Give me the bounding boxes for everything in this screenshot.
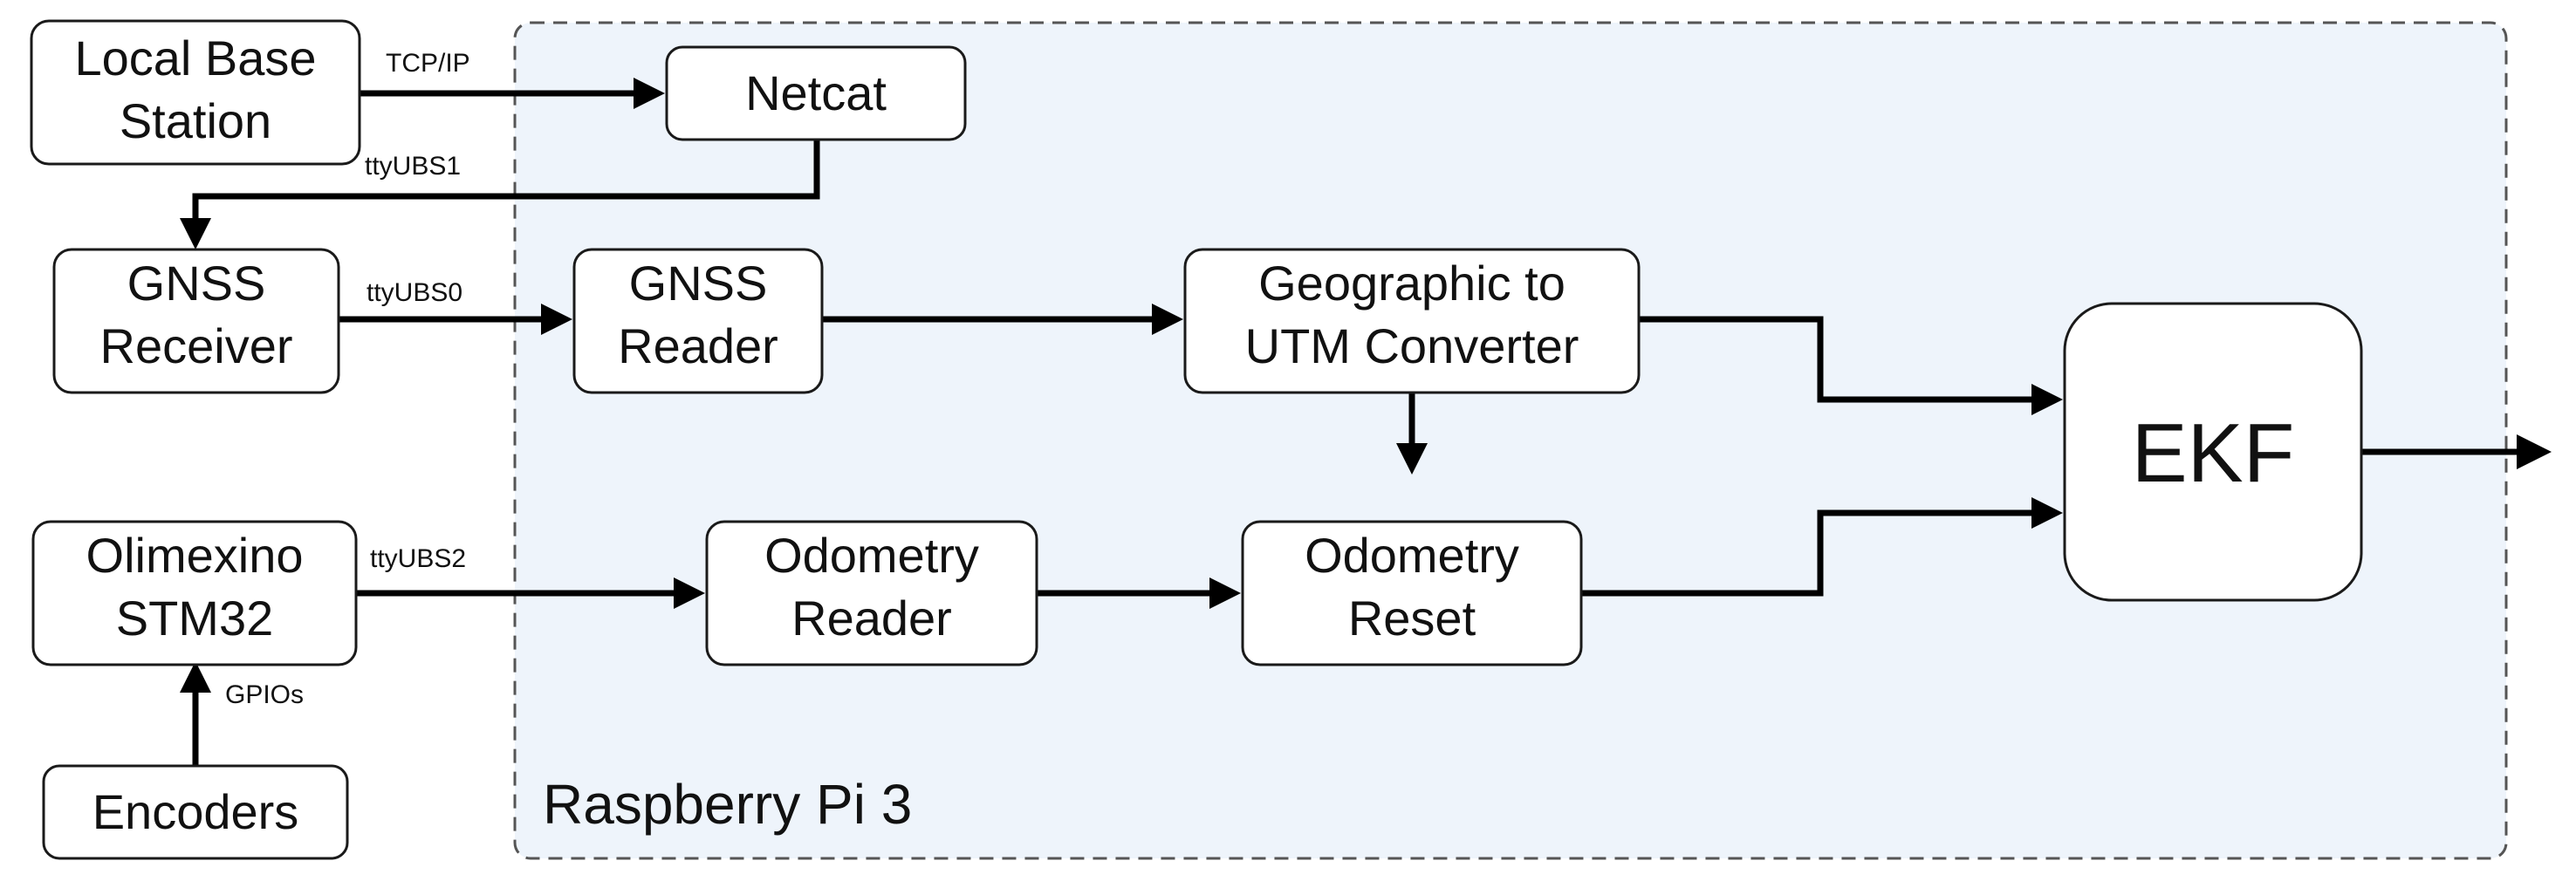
arrowhead-gnss-reader [541,304,572,335]
arrowhead-reset-top [1396,443,1428,475]
arrowhead-geo [1152,304,1183,335]
arrowhead-olimexino [180,661,211,693]
svg-text:Olimexino: Olimexino [86,528,304,583]
svg-text:Local Base: Local Base [74,31,316,85]
node-gnss-reader: GNSS Reader [572,248,824,394]
arrowhead-output [2517,434,2552,469]
arrowhead-odo-reader [674,577,705,609]
node-gnss-receiver: GNSS Receiver [52,248,340,394]
svg-text:Reader: Reader [791,591,952,646]
svg-text:UTM Converter: UTM Converter [1245,318,1579,373]
svg-text:GNSS: GNSS [629,256,768,311]
node-ekf: EKF [2063,302,2363,602]
node-olimexino-stm32: Olimexino STM32 [31,520,358,666]
svg-text:Netcat: Netcat [745,65,887,120]
node-odometry-reset: Odometry Reset [1241,520,1583,666]
edge-label-ttyubs0: ttyUBS0 [367,278,462,307]
edge-label-gpios: GPIOs [225,680,304,709]
node-netcat: Netcat [665,45,967,141]
node-local-base-station: Local Base Station [30,19,361,166]
node-odometry-reader: Odometry Reader [705,520,1038,666]
edge-netcat-to-receiver [192,140,820,218]
svg-text:Receiver: Receiver [100,318,293,373]
edge-label-ttyubs1: ttyUBS1 [365,152,461,181]
arrowhead-receiver [180,218,211,249]
svg-text:Reset: Reset [1348,591,1476,646]
edge-reset-to-ekf [1581,509,2033,597]
svg-text:Geographic to: Geographic to [1258,256,1565,311]
svg-text:Station: Station [120,93,271,148]
svg-text:GNSS: GNSS [127,256,266,311]
raspberry-pi-label: Raspberry Pi 3 [543,773,912,836]
edge-label-tcp-ip: TCP/IP [386,49,470,78]
arrowhead-reset-left [1209,577,1241,609]
node-geographic-to-utm: Geographic to UTM Converter [1183,248,1641,394]
svg-text:Odometry: Odometry [1305,528,1519,583]
svg-text:Reader: Reader [618,318,778,373]
svg-text:EKF: EKF [2132,407,2295,500]
node-encoders: Encoders [42,764,349,860]
svg-text:Odometry: Odometry [764,528,979,583]
arrowhead-ekf-top [2031,384,2063,415]
arrowhead-netcat [634,78,665,109]
edge-label-ttyubs2: ttyUBS2 [370,544,466,573]
edge-geo-to-ekf [1639,316,2033,403]
svg-text:Encoders: Encoders [92,784,299,839]
arrowhead-ekf-bottom [2031,497,2063,529]
svg-text:STM32: STM32 [116,591,274,646]
